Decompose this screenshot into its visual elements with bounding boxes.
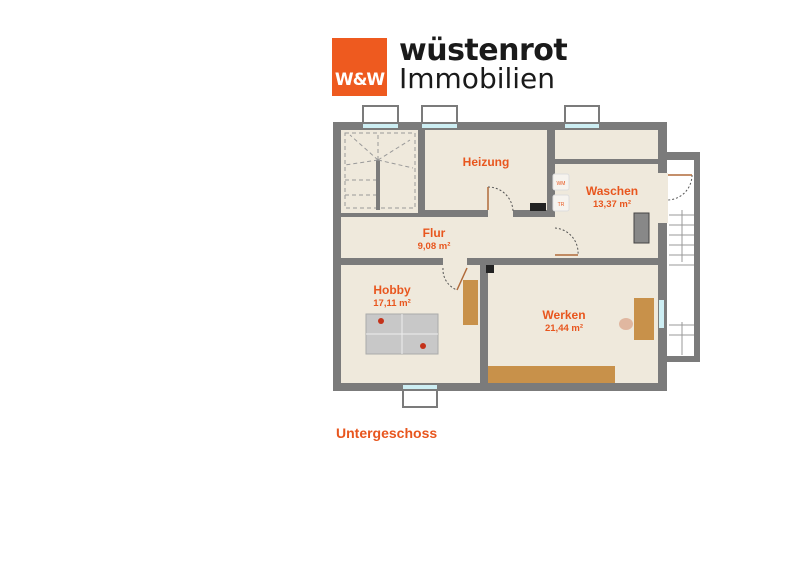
room-label-flur: Flur: [423, 226, 446, 240]
exterior-stairs: [667, 152, 700, 362]
brand-subname: Immobilien: [399, 62, 556, 95]
room-waschen-floor: [555, 164, 658, 258]
interior-stairs: [344, 132, 416, 210]
ping-pong-table: [365, 313, 439, 355]
svg-text:TR: TR: [558, 202, 565, 208]
chimney-icon: [486, 265, 494, 273]
shelf: [463, 280, 478, 325]
door-leaves: [456, 174, 692, 291]
drying-rack: [633, 212, 650, 244]
floor-title: Untergeschoss: [336, 425, 438, 441]
room-area-hobby: 17,11 m²: [373, 298, 411, 309]
svg-text:WM: WM: [557, 181, 566, 187]
logo-mark: W&W: [332, 38, 387, 96]
room-label-werken: Werken: [542, 308, 585, 322]
door-swings: [442, 174, 693, 291]
chair: [619, 318, 633, 330]
room-area-werken: 21,44 m²: [545, 323, 583, 334]
washing-machine: WM: [552, 173, 570, 191]
chimney-icon: [530, 203, 546, 211]
dryer: TR: [552, 194, 570, 212]
window-glass: [363, 124, 664, 389]
room-heizung-floor: [425, 130, 547, 210]
room-label-heizung: Heizung: [463, 155, 510, 169]
room-area-waschen: 13,37 m²: [593, 199, 631, 210]
brand-name: wüstenrot: [399, 33, 568, 68]
storage-floor: [555, 130, 658, 159]
logo-mark-text: W&W: [334, 70, 385, 90]
desk: [634, 298, 654, 340]
door-opening: [658, 173, 668, 223]
workbench: [488, 366, 615, 383]
room-area-flur: 9,08 m²: [418, 241, 451, 252]
room-label-hobby: Hobby: [373, 283, 411, 297]
room-label-waschen: Waschen: [586, 184, 638, 198]
